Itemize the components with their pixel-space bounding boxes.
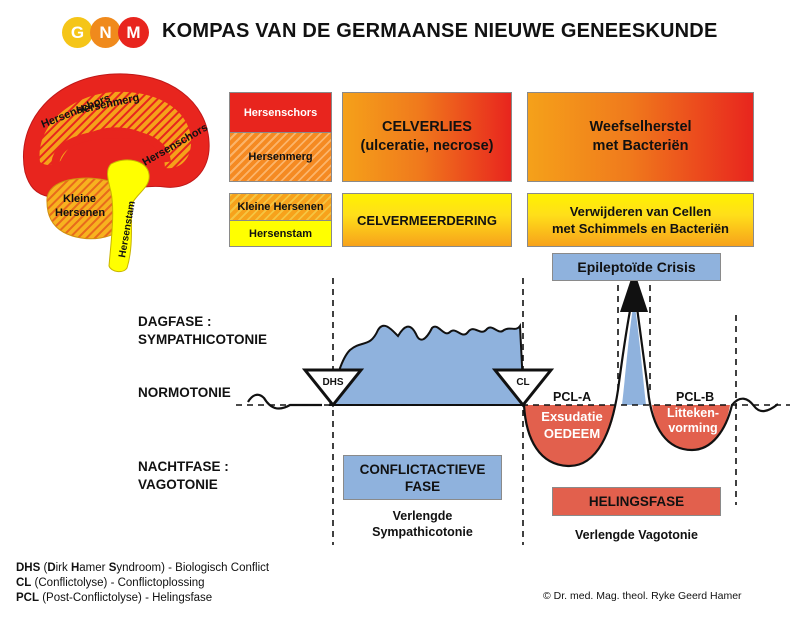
dhs-marker-label: DHS	[322, 377, 343, 388]
conflictactieve-line1: CONFLICTACTIEVE	[359, 461, 486, 477]
pcl-b-label: PCL-B	[676, 390, 715, 404]
copyright: © Dr. med. Mag. theol. Ryke Geerd Hamer	[543, 590, 742, 602]
legend-cl-abbr: CL	[16, 577, 32, 589]
layer-cerebellum: Kleine Hersenen	[229, 193, 332, 221]
celverlies-line1: CELVERLIES	[382, 119, 472, 135]
weefsel-line1: Weefselherstel	[589, 119, 692, 135]
legend-cl: CL (Conflictolyse) - Conflictoplossing	[16, 576, 205, 591]
layer-marrow: Hersenmerg	[229, 132, 332, 182]
pcl-a-label: PCL-A	[553, 390, 592, 404]
legend-dhs-rest: yndroom) - Biologisch Conflict	[116, 562, 270, 574]
verlengde-symp-line1: Verlengde	[392, 509, 453, 523]
celverlies-line2: (ulceratie, necrose)	[360, 138, 494, 154]
legend-dhs: DHS (Dirk Hamer Syndroom) - Biologisch C…	[16, 561, 269, 576]
conflictactieve-line2: FASE	[404, 478, 441, 494]
cl-triangle-icon	[491, 368, 555, 408]
dagfase-label: DAGFASE : SYMPATHICOTONIE	[138, 313, 267, 349]
brain-label-cerebellum-1: Kleine	[63, 193, 96, 205]
epileptoid-arrow-icon	[620, 270, 648, 312]
legend-dhs-amer: amer	[79, 562, 109, 574]
normotonie-label: NORMOTONIE	[138, 385, 231, 400]
legend-cl-rest: (Conflictolyse) - Conflictoplossing	[31, 577, 205, 589]
page-title: KOMPAS VAN DE GERMAANSE NIEUWE GENEESKUN…	[162, 20, 718, 42]
weefselherstel-box: Weefselherstel met Bacteriën	[527, 92, 754, 182]
litteken-label: Litteken- vorming	[657, 406, 729, 436]
celvermeerdering-label: CELVERMEERDERING	[357, 212, 497, 228]
celvermeerdering-box: CELVERMEERDERING	[342, 193, 512, 247]
logo-letter-n: N	[90, 17, 121, 48]
weefsel-line2: met Bacteriën	[592, 138, 689, 154]
epileptoid-crisis-box: Epileptoïde Crisis	[552, 253, 721, 281]
legend-pcl-abbr: PCL	[16, 592, 39, 604]
layer-cerebellum-label: Kleine Hersenen	[237, 201, 324, 213]
layer-cortex-label: Hersenschors	[243, 106, 318, 119]
exsudatie-label: Exsudatie OEDEEM	[536, 408, 608, 442]
legend-dhs-d: D	[47, 562, 56, 574]
layer-brainstem-label: Hersenstam	[249, 227, 312, 240]
helingsfase-label: HELINGSFASE	[588, 494, 685, 509]
verlengde-symp-line2: Sympathicotonie	[372, 525, 473, 539]
logo-letter-m: M	[118, 17, 149, 48]
verlengde-sympathicotonie-label: Verlengde Sympathicotonie	[343, 508, 502, 540]
oedeem-line: OEDEEM	[543, 426, 601, 441]
brain-label-cerebellum-2: Hersenen	[55, 207, 105, 219]
dagfase-line2: SYMPATHICOTONIE	[138, 332, 268, 347]
verwijderen-line2: met Schimmels en Bacteriën	[551, 221, 730, 236]
layer-cortex: Hersenschors	[229, 92, 332, 132]
verwijderen-box: Verwijderen van Cellen met Schimmels en B…	[527, 193, 754, 247]
legend-dhs-irk: irk	[55, 562, 71, 574]
logo-letter-g: G	[62, 17, 93, 48]
dhs-triangle-icon	[301, 368, 365, 408]
layer-marrow-label: Hersenmerg	[248, 151, 313, 163]
legend-pcl-rest: (Post-Conflictolyse) - Helingsfase	[39, 592, 213, 604]
dagfase-line1: DAGFASE :	[138, 314, 212, 329]
cl-marker-label: CL	[516, 377, 529, 388]
legend-pcl: PCL (Post-Conflictolyse) - Helingsfase	[16, 591, 212, 606]
brain-illustration: Hersenschors Hersenmerg Hersenschors Kle…	[23, 73, 210, 273]
helingsfase-box: HELINGSFASE	[552, 487, 721, 516]
verwijderen-line1: Verwijderen van Cellen	[569, 204, 712, 219]
exsudatie-line: Exsudatie	[541, 409, 603, 424]
legend-dhs-abbr: DHS	[16, 562, 41, 574]
nachtfase-line1: NACHTFASE :	[138, 459, 229, 474]
celverlies-box: CELVERLIES (ulceratie, necrose)	[342, 92, 512, 182]
nachtfase-label: NACHTFASE : VAGOTONIE	[138, 458, 229, 494]
legend-dhs-s: S	[108, 562, 117, 574]
litteken-line2: vorming	[668, 421, 718, 435]
legend-dhs-open: (	[40, 562, 48, 574]
verlengde-vagotonie-label: Verlengde Vagotonie	[575, 528, 698, 542]
epileptoid-label: Epileptoïde Crisis	[577, 259, 696, 275]
nachtfase-line2: VAGOTONIE	[138, 477, 218, 492]
layer-brainstem: Hersenstam	[229, 220, 332, 247]
legend-dhs-h: H	[70, 562, 80, 574]
litteken-line1: Litteken-	[666, 406, 720, 420]
